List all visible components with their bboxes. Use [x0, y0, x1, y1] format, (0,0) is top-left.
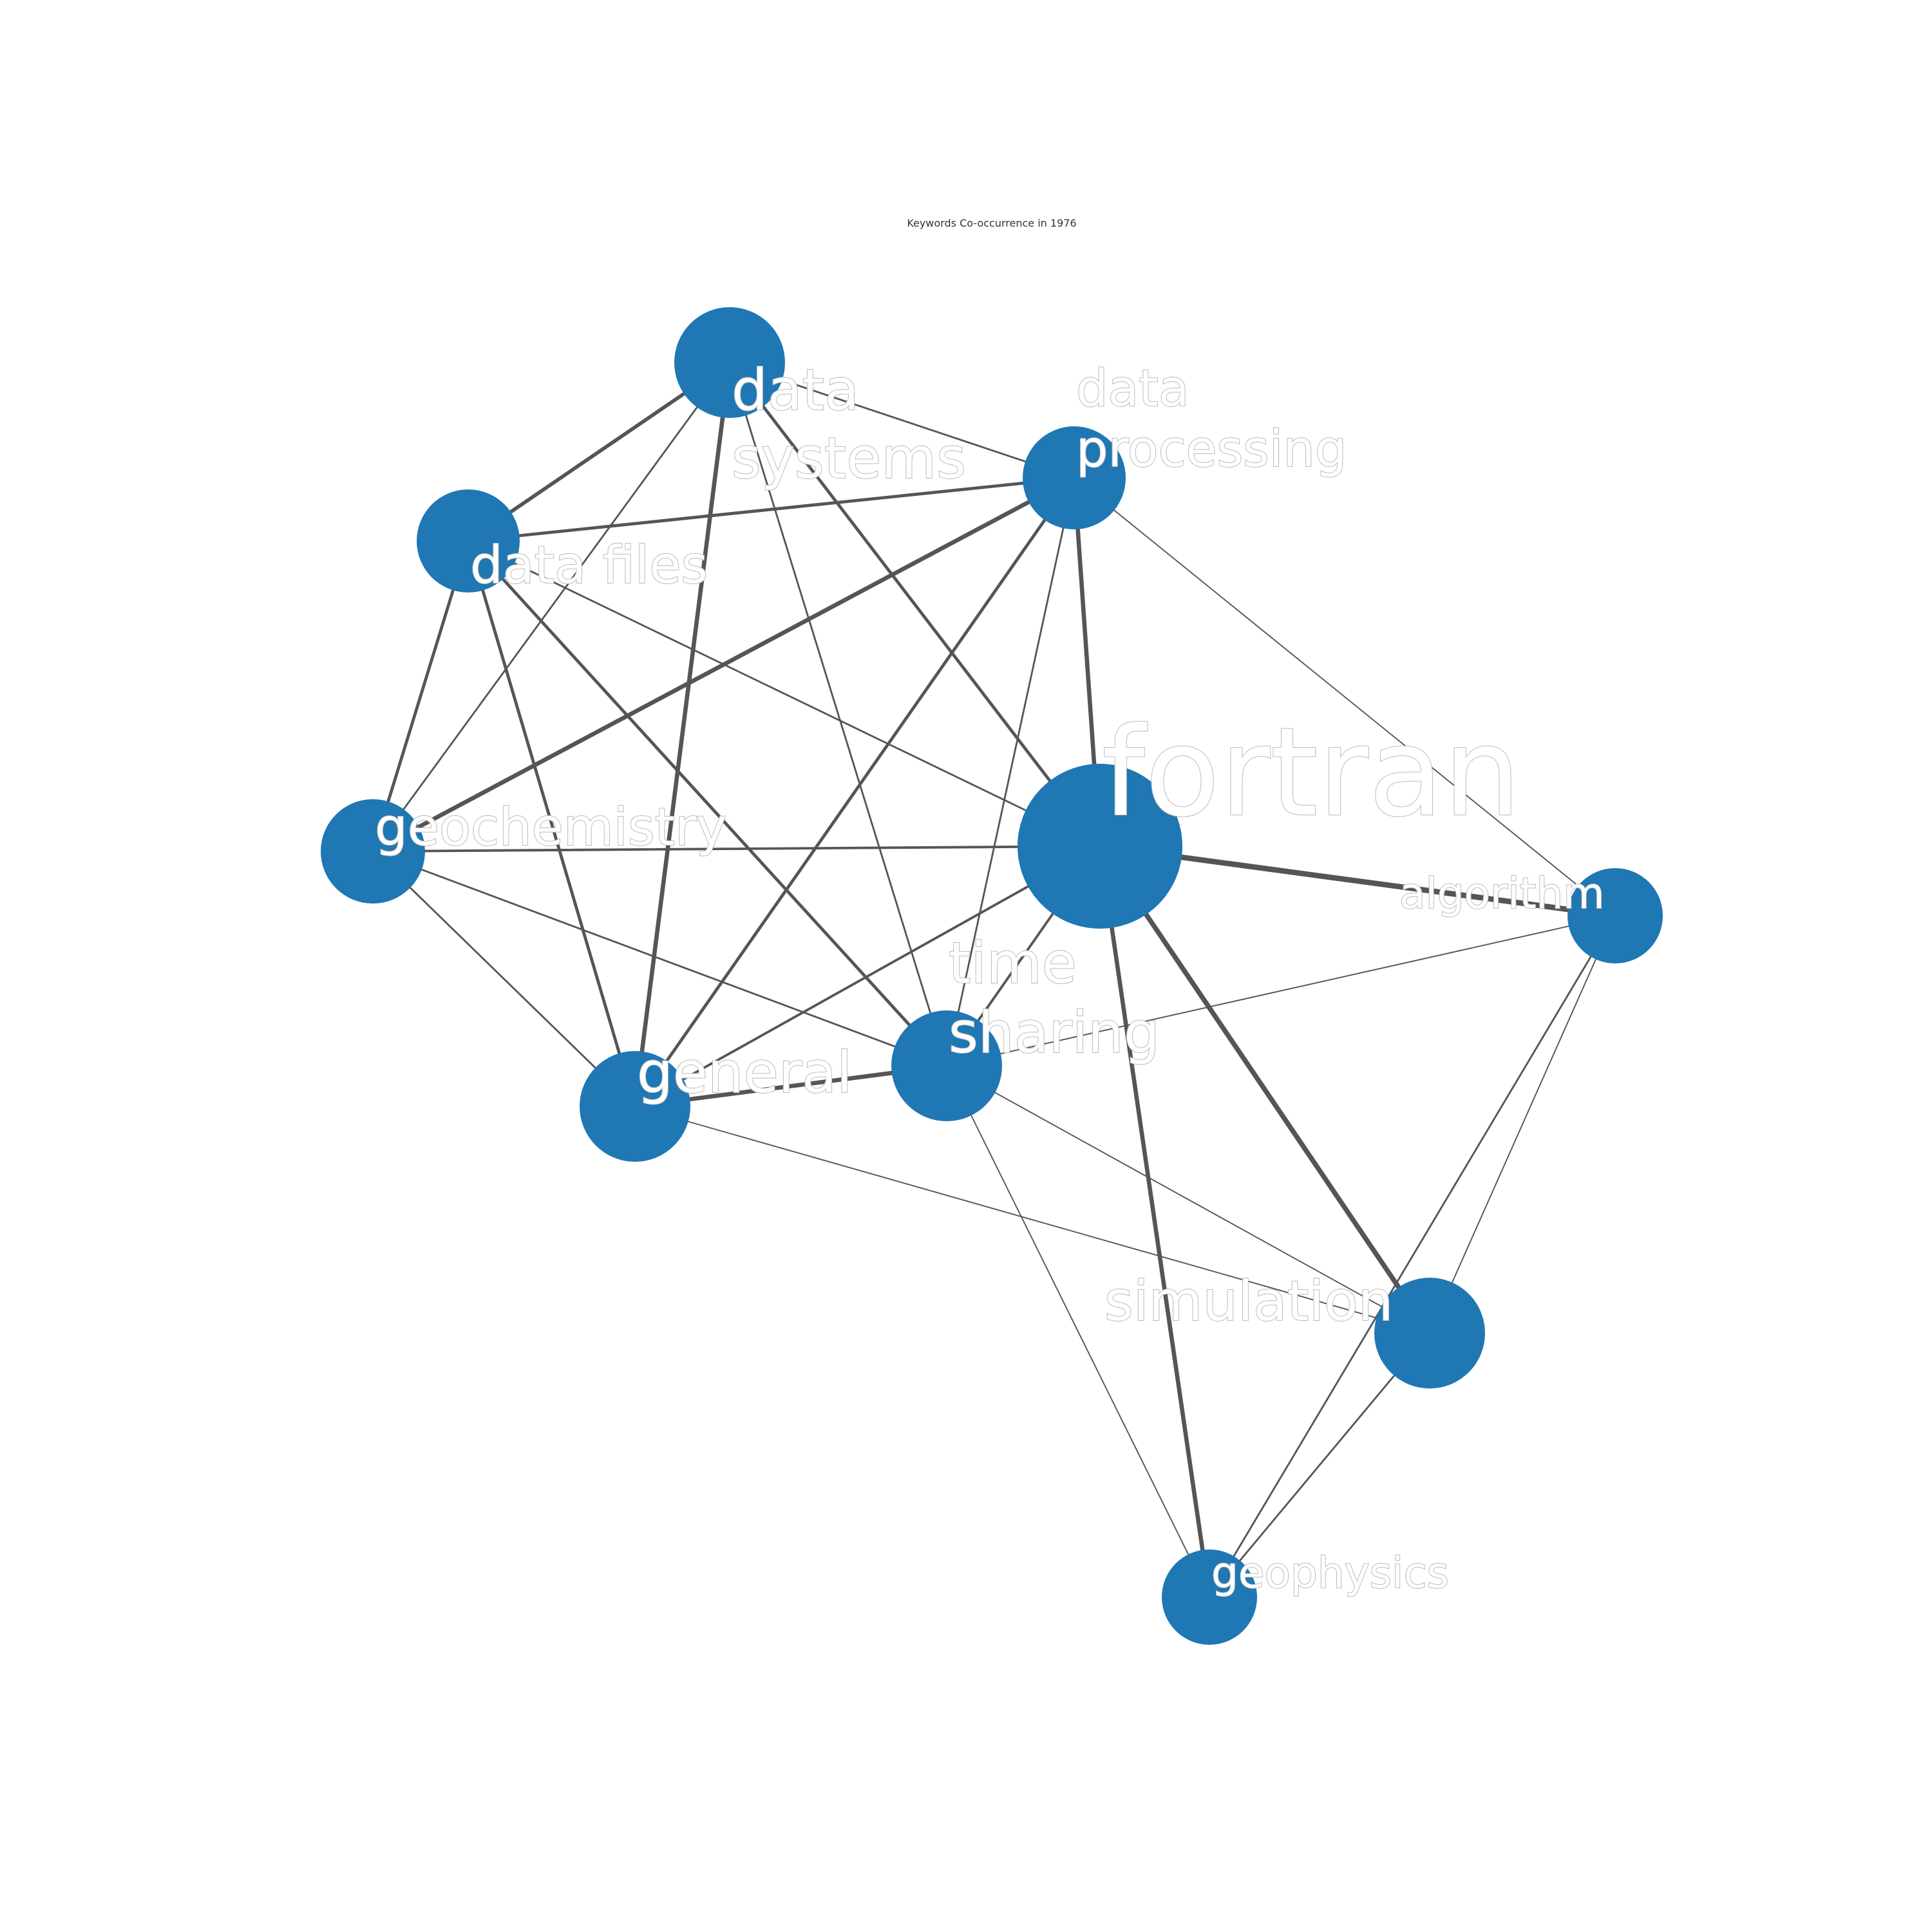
edge-data-processing-algorithm — [1074, 477, 1616, 916]
edge-data-systems-geochemistry — [372, 361, 731, 853]
node-label-line: algorithm — [1399, 869, 1605, 918]
node-label-line: time — [949, 930, 1077, 996]
edge-time-sharing-algorithm — [946, 915, 1616, 1066]
node-label-line: geochemistry — [375, 797, 726, 857]
edge-data-files-time-sharing — [466, 539, 949, 1068]
edge-data-systems-fortran — [728, 361, 1102, 848]
edge-time-sharing-simulation — [946, 1065, 1430, 1334]
edge-data-files-data-processing — [466, 476, 1076, 543]
node-label-line: simulation — [1104, 1269, 1393, 1334]
edge-algorithm-simulation — [1429, 915, 1616, 1334]
edge-general-fortran — [634, 845, 1101, 1108]
edge-data-systems-general — [632, 360, 732, 1109]
node-label-line: general — [637, 1039, 852, 1106]
node-label-geophysics: geophysics — [1211, 1548, 1449, 1598]
node-label-line: geophysics — [1211, 1548, 1449, 1598]
edge-time-sharing-geophysics — [946, 1065, 1210, 1598]
node-geochemistry — [321, 799, 425, 904]
edge-geochemistry-fortran — [372, 845, 1101, 853]
edge-data-processing-time-sharing — [945, 477, 1075, 1067]
edge-geochemistry-general — [372, 850, 636, 1108]
edge-data-files-general — [466, 539, 637, 1108]
node-label-algorithm: algorithm — [1399, 869, 1605, 918]
node-label-line: sharing — [949, 999, 1160, 1066]
node-layer — [321, 307, 1663, 1645]
node-data-systems — [674, 307, 785, 418]
diagram-title: Keywords Co-occurrence in 1976 — [907, 217, 1076, 229]
edge-data-systems-time-sharing — [728, 361, 948, 1067]
edge-geochemistry-time-sharing — [372, 850, 948, 1067]
edge-simulation-geophysics — [1208, 1332, 1431, 1598]
node-time-sharing — [891, 1010, 1002, 1121]
node-label-line: systems — [732, 425, 966, 491]
node-label-general: general — [637, 1039, 852, 1106]
edge-general-simulation — [634, 1106, 1430, 1334]
node-label-geochemistry: geochemistry — [375, 797, 726, 857]
node-label-line: data files — [470, 535, 708, 595]
node-algorithm — [1567, 868, 1663, 963]
node-label-fortran: fortran — [1102, 701, 1521, 844]
node-simulation — [1374, 1278, 1485, 1388]
edge-fortran-simulation — [1097, 844, 1432, 1336]
node-fortran — [1018, 764, 1182, 929]
node-label-line: data — [1076, 360, 1189, 418]
node-data-files — [417, 489, 520, 592]
node-label-line: data — [732, 357, 859, 423]
node-label-simulation: simulation — [1104, 1269, 1393, 1334]
edge-data-processing-geochemistry — [370, 475, 1077, 854]
edge-fortran-algorithm — [1097, 843, 1618, 919]
node-label-data-files: data files — [470, 535, 708, 595]
node-geophysics — [1162, 1549, 1257, 1645]
node-label-line: fortran — [1102, 701, 1521, 844]
edge-data-files-fortran — [467, 540, 1101, 848]
edge-data-files-geochemistry — [371, 539, 470, 853]
node-data-processing — [1023, 426, 1126, 529]
edge-data-processing-general — [633, 476, 1076, 1108]
node-label-line: processing — [1076, 421, 1347, 478]
edge-data-systems-data-processing — [728, 361, 1075, 479]
edge-fortran-geophysics — [1097, 844, 1212, 1600]
edge-algorithm-geophysics — [1208, 914, 1616, 1598]
node-general — [580, 1051, 690, 1162]
